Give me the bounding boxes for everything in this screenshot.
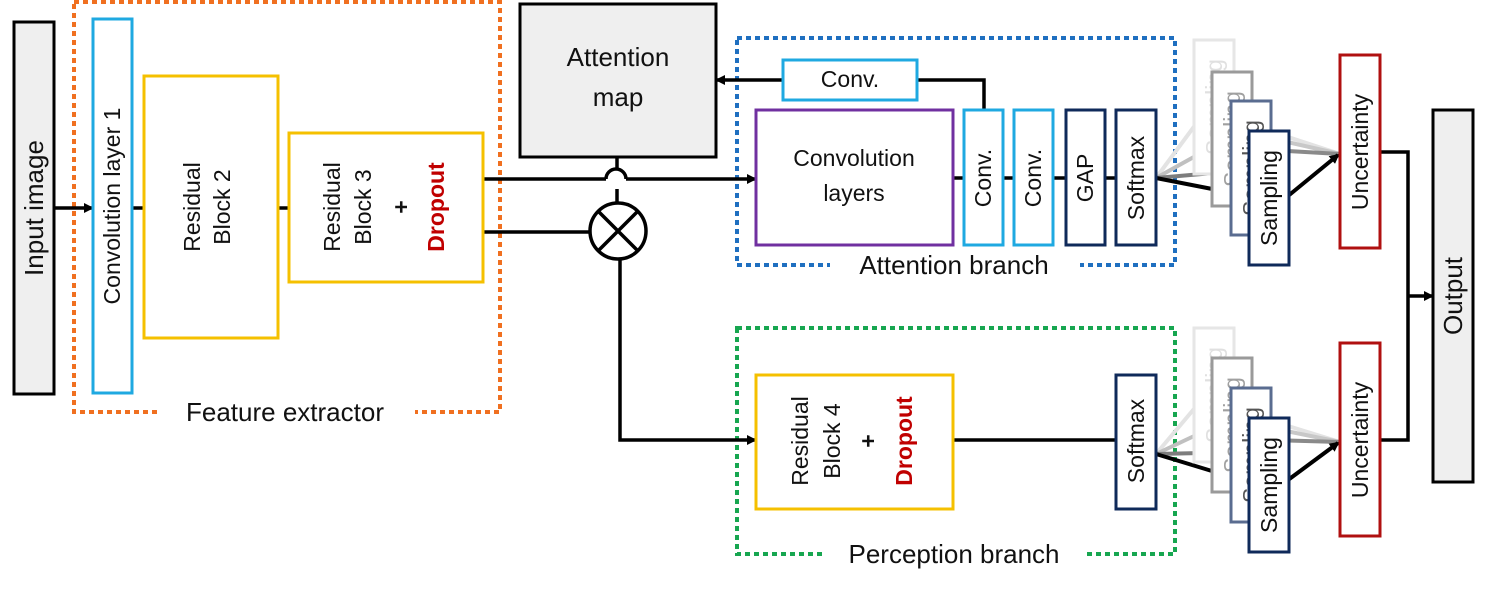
conv-b-label: Conv.: [1020, 149, 1046, 207]
perception-softmax-label: Softmax: [1123, 398, 1149, 483]
residual-block-3-plus: +: [388, 200, 414, 213]
residual-block-4: [754, 373, 955, 511]
attention-softmax-block: [1114, 108, 1158, 247]
input-image-label: Input image: [19, 140, 49, 276]
uncertainty-top-block: [1338, 53, 1382, 250]
conv-top-block: [781, 58, 919, 102]
attention-softmax-label: Softmax: [1123, 135, 1149, 220]
residual-block-2-line1: Residual: [179, 162, 205, 252]
attention-branch-label: Attention branch: [859, 250, 1048, 280]
convolution-layer-1-label: Convolution layer 1: [99, 108, 125, 305]
sampling-label: Sampling: [1256, 437, 1282, 533]
attention-map-line2: map: [593, 82, 644, 112]
attention-map-line1: Attention: [567, 42, 670, 72]
sampling-label: Sampling: [1256, 150, 1282, 246]
conv-top-label: Conv.: [821, 66, 879, 92]
residual-block-3-line2: Block 3: [350, 169, 376, 244]
input-image-block: [12, 20, 56, 396]
residual-block-3-line1: Residual: [319, 162, 345, 252]
residual-block-4-line2: Block 4: [819, 403, 845, 479]
convolution-layers-line2: layers: [823, 180, 884, 206]
residual-block-4-plus: +: [855, 434, 881, 447]
residual-block-4-line1: Residual: [787, 396, 813, 486]
sampling-box: [1247, 129, 1291, 267]
residual-block-3-dropout: Dropout: [423, 162, 449, 252]
feature-extractor-label: Feature extractor: [186, 397, 384, 427]
attention-sampling-stack: Sampling Sampling Sampling Sampling: [1192, 38, 1291, 267]
sampling-box: [1247, 416, 1291, 554]
gap-label: GAP: [1072, 154, 1098, 203]
convolution-layers-block: [754, 108, 955, 247]
gap-block: [1064, 108, 1107, 247]
attention-map-block: [518, 2, 718, 159]
perception-branch-label: Perception branch: [848, 539, 1059, 569]
uncertainty-top-label: Uncertainty: [1347, 93, 1373, 210]
output-label: Output: [1438, 256, 1468, 335]
residual-block-2: [142, 74, 280, 340]
conv-a-block: [962, 108, 1005, 247]
conv-b-block: [1012, 108, 1055, 247]
conv-a-label: Conv.: [970, 149, 996, 207]
perception-sampling-stack: Sampling Sampling Sampling Sampling: [1192, 326, 1291, 554]
output-block: [1431, 108, 1475, 484]
convolution-layers-line1: Convolution: [793, 145, 914, 171]
uncertainty-bottom-label: Uncertainty: [1347, 381, 1373, 498]
convolution-layer-1-block: [91, 17, 134, 395]
residual-block-2-line2: Block 2: [209, 169, 235, 244]
uncertainty-bottom-block: [1338, 341, 1382, 538]
residual-block-3: [287, 131, 485, 284]
residual-block-4-dropout: Dropout: [891, 396, 917, 486]
multiply-icon: [588, 201, 648, 261]
perception-softmax-block: [1114, 373, 1158, 511]
